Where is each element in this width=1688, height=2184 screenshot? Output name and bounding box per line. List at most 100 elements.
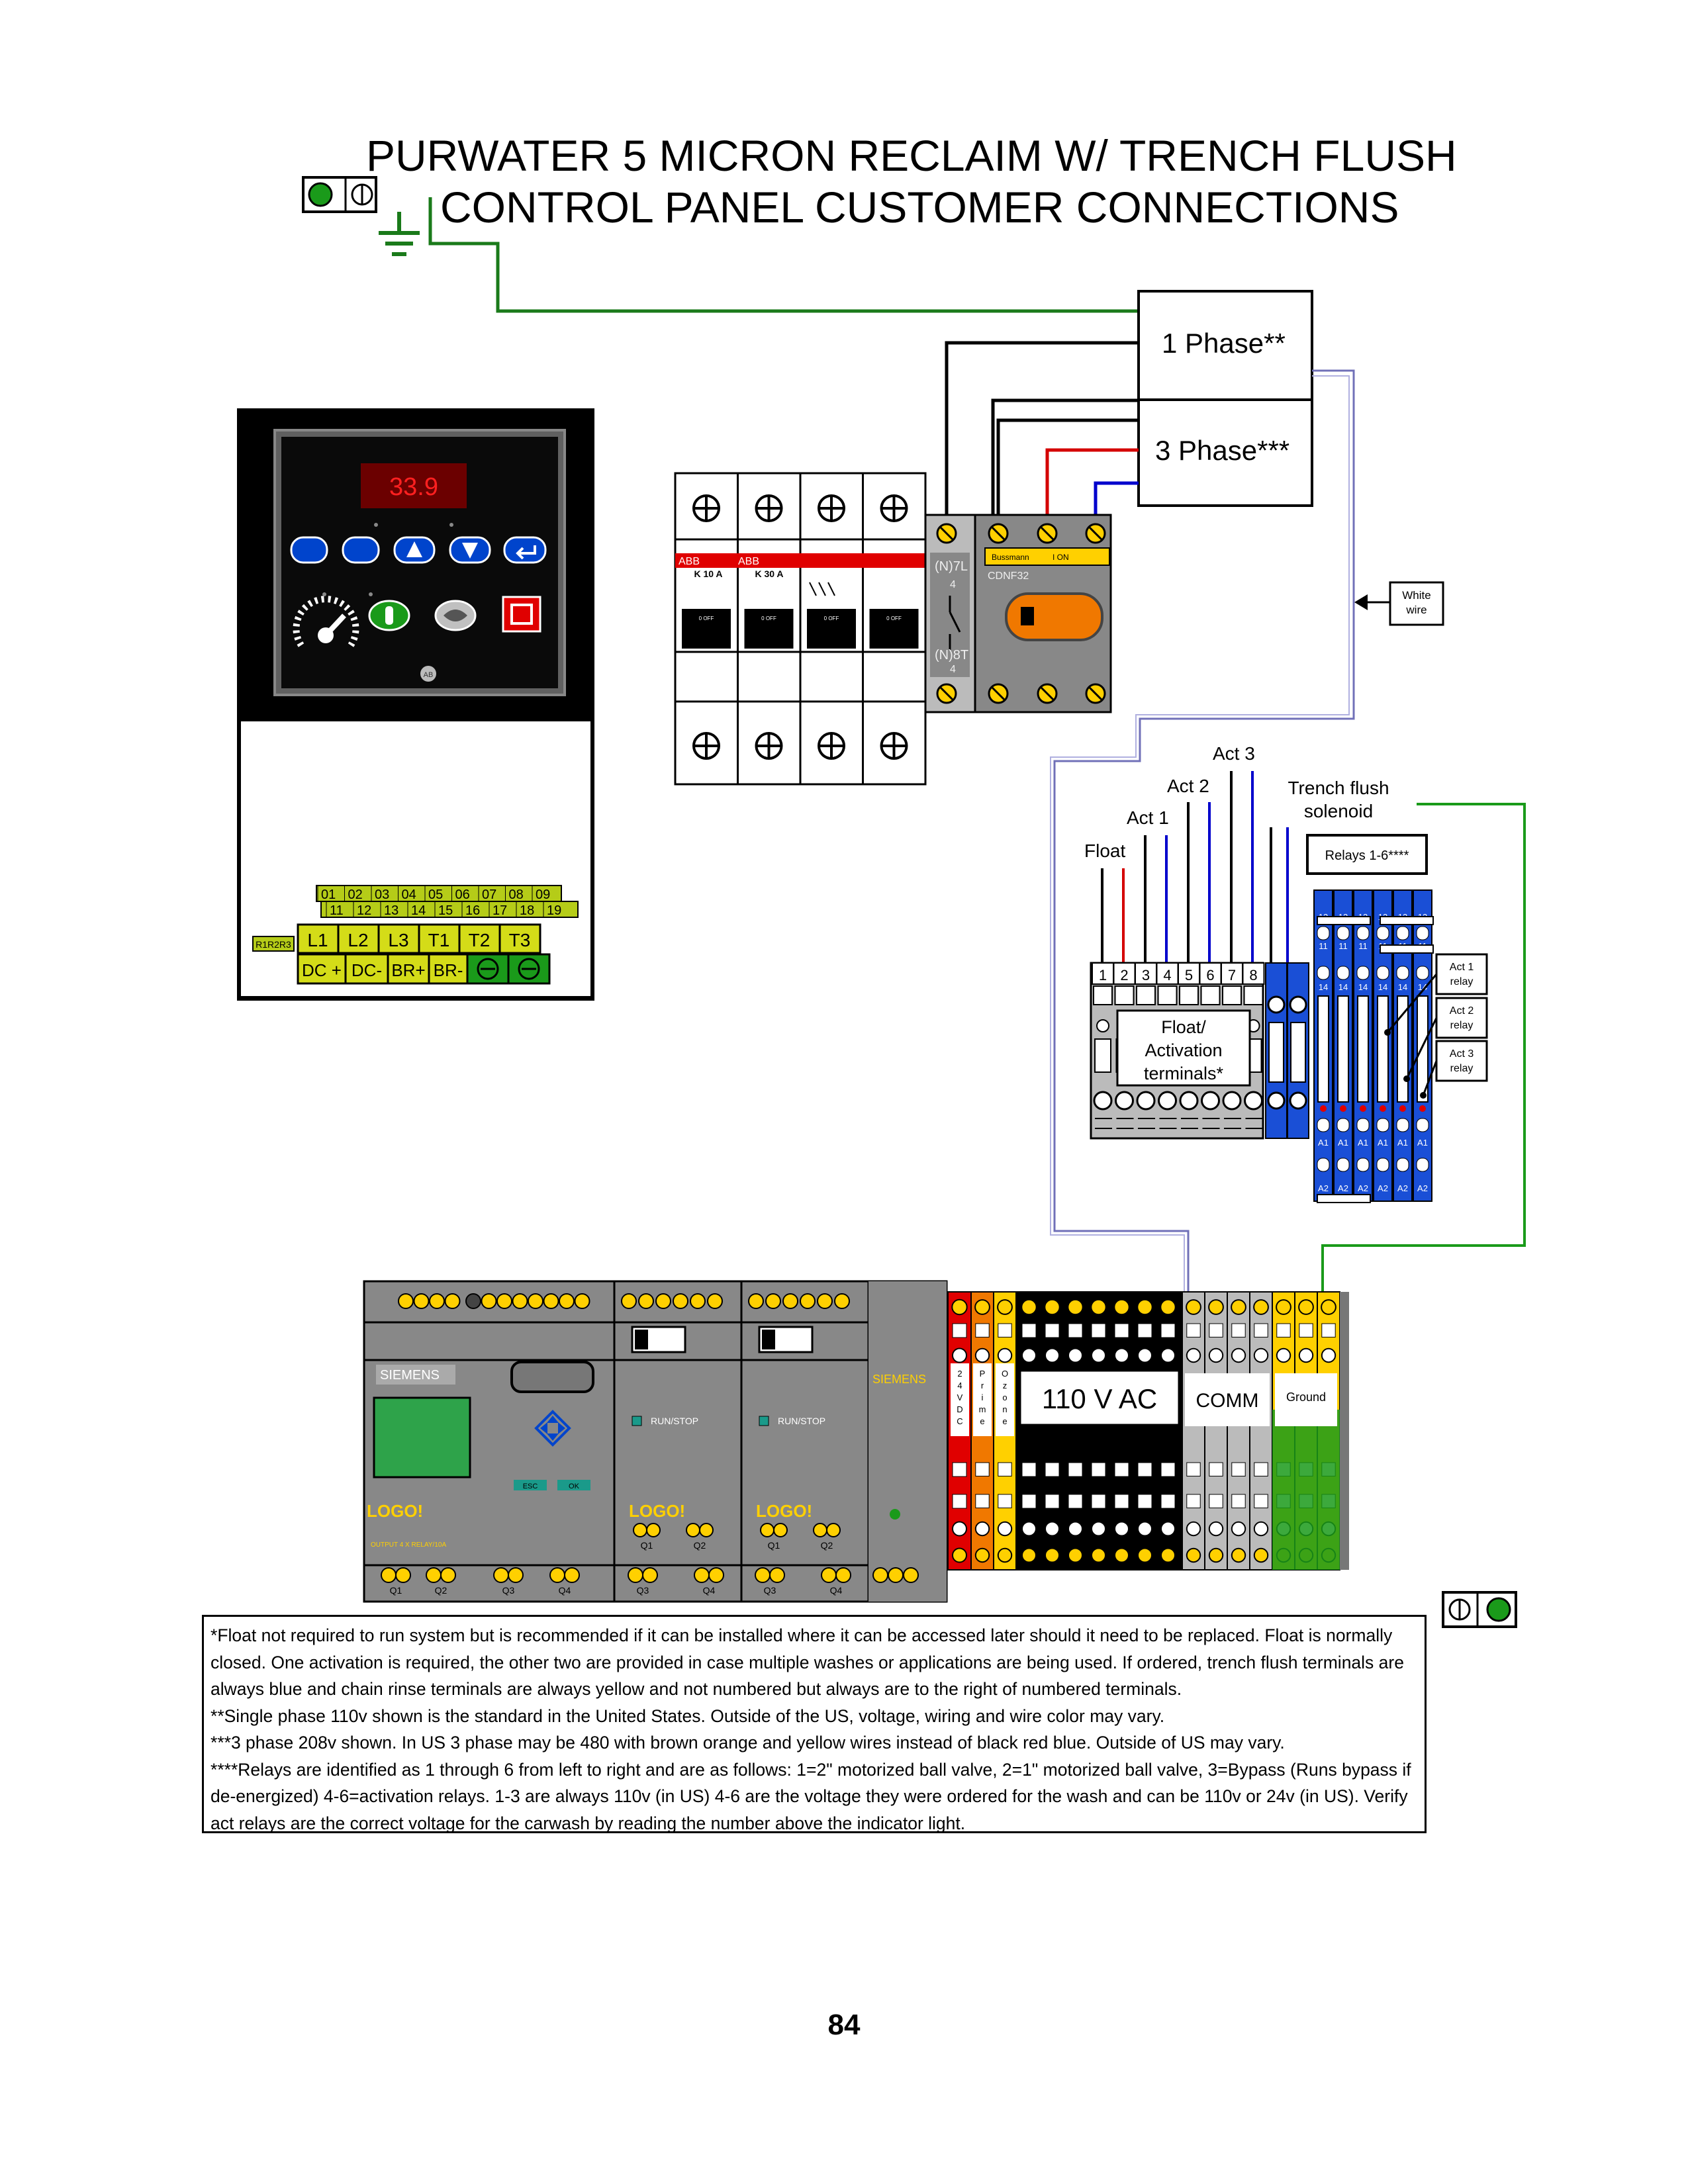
vfd-reverse-button[interactable]	[434, 600, 477, 631]
label-prime-char: P	[980, 1369, 986, 1379]
vfd-up-button[interactable]	[393, 536, 436, 564]
act-relay-label-2: Act 2	[1450, 1005, 1474, 1017]
strip-slot	[1186, 1323, 1201, 1338]
disconnect-handle[interactable]	[1005, 592, 1103, 641]
vfd-down-button[interactable]	[449, 536, 491, 564]
plc-output-terminal	[755, 1567, 771, 1583]
strip-slot	[1114, 1494, 1129, 1509]
plc-logo-main: LOGO!	[367, 1501, 423, 1521]
label-prime-char: r	[981, 1381, 984, 1390]
relay-indicator-led	[1340, 1105, 1346, 1112]
terminal-screw-icon	[1289, 995, 1307, 1014]
plc-output-terminal	[708, 1567, 724, 1583]
vfd-logo	[420, 666, 436, 682]
plc-output-label-5: Q4	[703, 1585, 716, 1596]
act-relay-sub-2: relay	[1450, 1020, 1474, 1031]
plc-output-terminal	[381, 1567, 397, 1583]
plc-ok-button[interactable]	[557, 1480, 590, 1490]
strip-screw	[1186, 1521, 1201, 1537]
vfd-enter-button[interactable]	[503, 536, 547, 564]
ground-wire	[428, 197, 1139, 313]
relay-code-a2: A2	[1417, 1183, 1428, 1193]
strip-slot	[1091, 1462, 1106, 1477]
relay-jumper	[1317, 1194, 1371, 1203]
pole-symbol	[809, 582, 817, 596]
strip-slot	[1276, 1323, 1291, 1338]
white-wire-text-1: White	[1402, 589, 1430, 602]
strip-slot	[1091, 1494, 1106, 1509]
terminal-number-2: 2	[1120, 967, 1128, 983]
terminal-number-cell	[1092, 962, 1114, 985]
relay-screw	[1336, 926, 1350, 940]
vfd-terminal-18: 18	[520, 903, 534, 918]
strip-slot	[1160, 1494, 1176, 1509]
title-line-2: CONTROL PANEL CUSTOMER CONNECTIONS	[440, 183, 1399, 232]
label-bg	[996, 1363, 1014, 1436]
relay-indicator-led	[1399, 1105, 1406, 1112]
relay-jumper	[1317, 916, 1371, 925]
plc-psu-output-terminal	[872, 1567, 888, 1583]
strip-terminal-top-screw	[1321, 1299, 1336, 1315]
plc-dpad[interactable]	[534, 1410, 571, 1447]
relay-jumper	[1380, 944, 1434, 954]
vfd-button-2[interactable]	[342, 536, 380, 564]
relay-screw	[1396, 1158, 1409, 1172]
breaker-brand-2: ABB	[738, 556, 759, 567]
strip-screw	[1045, 1347, 1060, 1363]
one-phase-box	[1137, 290, 1313, 401]
vfd-terminal-16: 16	[465, 903, 480, 918]
breaker-toggle	[807, 609, 856, 649]
strip-terminal-bottom-screw	[1208, 1547, 1224, 1563]
strip-slot	[975, 1323, 990, 1338]
strip-screw	[952, 1521, 967, 1537]
vfd-button-1[interactable]	[290, 536, 328, 564]
strip-screw	[952, 1347, 967, 1363]
terminal-screw-icon	[1244, 1091, 1263, 1111]
vfd-start-button[interactable]	[368, 600, 410, 631]
label-24vdc-char: D	[957, 1404, 962, 1414]
vfd-power-terminal	[498, 923, 541, 954]
strip-terminal-top-screw	[951, 1298, 968, 1316]
terminal-number-8: 8	[1249, 967, 1257, 983]
relay-code-a1: A1	[1417, 1138, 1428, 1148]
speed-knob-icon	[293, 596, 359, 647]
relay-code-11: 11	[1338, 941, 1348, 951]
label-ozone-char: o	[1002, 1392, 1007, 1402]
label-ozone-char: O	[1002, 1369, 1008, 1379]
vfd-relay-label: R1R2R3	[256, 939, 291, 950]
siemens-logo-plc: SIEMENS ESC OK LOGO! OUTPUT 4 X RELAY/10…	[363, 1280, 948, 1603]
plc-output-terminal	[564, 1567, 580, 1583]
plc-esc-button[interactable]	[514, 1480, 547, 1490]
footnotes-box: *Float not required to run system but is…	[202, 1615, 1427, 1833]
relay-screw	[1317, 1158, 1330, 1172]
strip-slot	[1254, 1494, 1268, 1508]
vfd-stop-button[interactable]	[502, 596, 541, 633]
plc-input-terminal	[398, 1293, 414, 1309]
ground-symbol-icon	[477, 958, 499, 980]
input-wires	[1101, 771, 1289, 968]
strip-screw	[1186, 1347, 1201, 1363]
terminal-number-cell	[1199, 962, 1222, 985]
arrow-head-icon	[1354, 594, 1368, 610]
vfd-terminal-02: 02	[348, 887, 363, 902]
plc-input-terminal	[528, 1293, 543, 1309]
relay-window	[1317, 995, 1329, 1103]
strip-screw	[1208, 1347, 1224, 1363]
breaker-off-label: 0 OFF	[699, 615, 714, 621]
white-wire-callout	[1389, 581, 1444, 626]
vfd-terminal-03: 03	[375, 887, 389, 902]
vfd-dc-terminal	[344, 953, 389, 985]
label-bg	[973, 1363, 992, 1436]
strip-terminal-bottom-screw	[1091, 1547, 1106, 1563]
breaker-toggle	[744, 609, 794, 649]
vfd-power-label-L2: L2	[348, 930, 368, 950]
terminal-screw-icon	[1136, 1091, 1156, 1111]
plc-output-terminal	[426, 1567, 442, 1583]
float-terminals-text-1: Float/	[1161, 1017, 1206, 1037]
strip-slot	[1299, 1323, 1313, 1338]
terminal-slot	[1157, 985, 1178, 1005]
strip-slot	[952, 1494, 967, 1509]
terminal-slot	[1243, 985, 1264, 1005]
blue-wire	[1094, 481, 1139, 516]
act-relay-sub-1: relay	[1450, 976, 1474, 987]
